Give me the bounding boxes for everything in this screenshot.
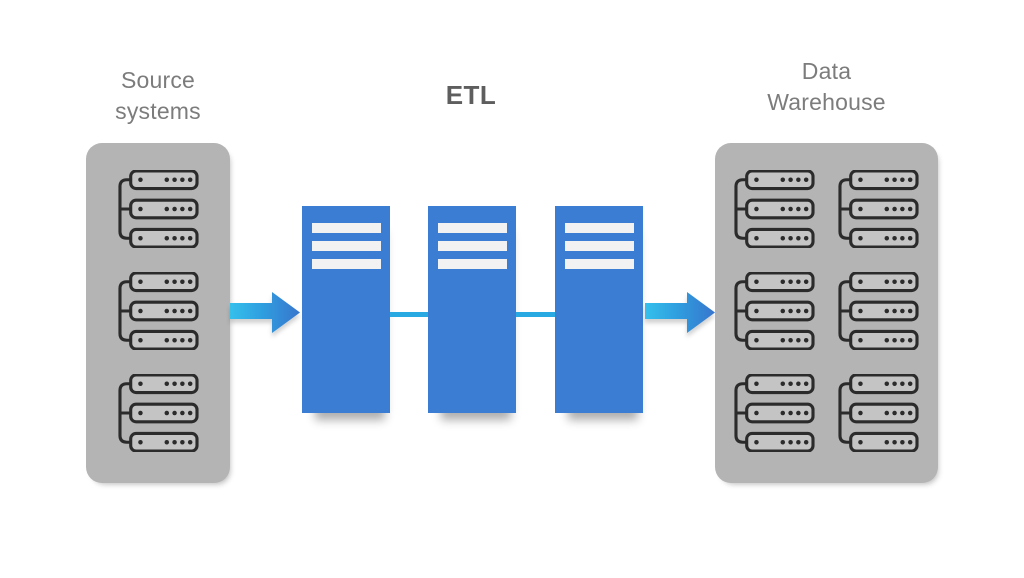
tower-slot — [312, 259, 381, 269]
server-cluster-icon — [732, 170, 816, 248]
tower-slot — [438, 259, 507, 269]
etl-server-tower-3 — [555, 206, 643, 413]
source-systems-label-line2: systems — [115, 98, 201, 124]
tower-slot — [438, 241, 507, 251]
server-cluster-icon — [836, 272, 920, 350]
tower-slot — [438, 223, 507, 233]
server-cluster-icon — [116, 374, 200, 452]
data-warehouse-label-line1: Data — [801, 58, 852, 84]
tower-slot — [565, 259, 634, 269]
flow-arrow-etl-to-warehouse — [645, 292, 715, 333]
etl-title: ETL — [445, 80, 497, 110]
etl-server-tower-1 — [302, 206, 390, 413]
server-cluster-icon — [836, 374, 920, 452]
data-warehouse-label-line2: Warehouse — [767, 89, 886, 115]
tower-slot — [312, 223, 381, 233]
tower-slot — [565, 223, 634, 233]
etl-server-tower-2 — [428, 206, 516, 413]
tower-slot — [312, 241, 381, 251]
server-cluster-icon — [836, 170, 920, 248]
source-systems-box — [86, 143, 230, 483]
server-cluster-icon — [116, 170, 200, 248]
source-systems-label-line1: Source — [120, 67, 196, 93]
data-warehouse-label: Data Warehouse — [715, 56, 938, 118]
tower-connector-line — [390, 312, 428, 317]
tower-connector-line — [516, 312, 555, 317]
server-cluster-icon — [732, 272, 816, 350]
source-systems-label: Source systems — [86, 65, 230, 127]
tower-slot — [565, 241, 634, 251]
server-cluster-icon — [732, 374, 816, 452]
flow-arrow-source-to-etl — [230, 292, 300, 333]
data-warehouse-box — [715, 143, 938, 483]
server-cluster-icon — [116, 272, 200, 350]
